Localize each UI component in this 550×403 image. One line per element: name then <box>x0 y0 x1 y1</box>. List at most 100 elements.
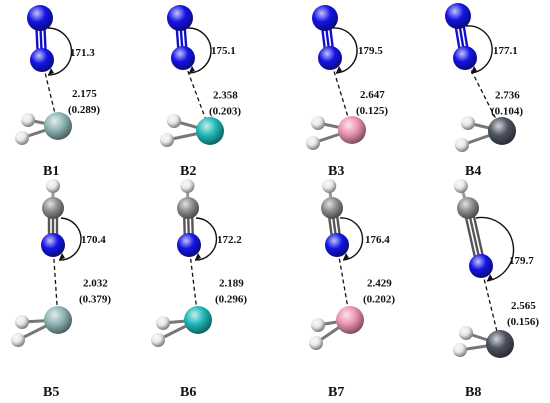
panel-b8: 179.72.565(0.156)B8 <box>453 179 539 400</box>
hydrogen-atom <box>453 343 467 357</box>
occupancy-label: (0.289) <box>68 104 100 116</box>
bond-angle-label: 176.4 <box>365 234 390 246</box>
panel-b6: 172.22.189(0.296)B6 <box>151 179 247 400</box>
occupancy-label: (0.203) <box>209 106 241 118</box>
bond-angle-label: 177.1 <box>493 45 518 57</box>
hydrogen-atom <box>311 318 325 332</box>
nitrogen-atom <box>177 233 201 257</box>
acceptor-atom <box>184 306 212 334</box>
distance-label: 2.647 <box>360 89 385 101</box>
panel-b1: 171.3 2.175 (0.289) B1 <box>15 5 100 179</box>
angle-arc <box>58 217 82 261</box>
angle-arrowhead <box>195 253 201 260</box>
hydrogen-atom <box>167 114 181 128</box>
occupancy-label: (0.104) <box>491 106 523 118</box>
hydrogen-atom <box>156 316 170 330</box>
panel-label: B4 <box>465 164 481 179</box>
occupancy-label: (0.379) <box>79 294 111 306</box>
angle-arrowhead <box>59 253 65 260</box>
hydrogen-atom <box>46 179 60 193</box>
nitrogen-atom <box>30 48 54 72</box>
hydrogen-atom <box>160 133 174 147</box>
angle-arrowhead <box>336 66 342 73</box>
nitrogen-atom <box>41 233 65 257</box>
interaction-dashed-line <box>329 57 353 131</box>
bond-angle-label: 170.4 <box>81 234 106 246</box>
angle-arrowhead <box>189 66 195 73</box>
bond-angle-label: 172.2 <box>217 234 242 246</box>
carbon-atom <box>457 197 479 219</box>
distance-label: 2.429 <box>367 278 392 290</box>
panel-label: B2 <box>180 164 196 179</box>
acceptor-atom <box>196 117 224 145</box>
panel-b4: 177.1 2.736 (0.104) B4 <box>445 3 523 179</box>
distance-label: 2.736 <box>495 90 520 102</box>
panel-label: B1 <box>43 164 59 179</box>
panel-label: B5 <box>43 385 59 400</box>
nitrogen-atom <box>453 46 477 70</box>
bond-angle-label: 171.3 <box>70 47 95 59</box>
hydrogen-atom <box>151 333 165 347</box>
hydrogen-atom <box>455 138 469 152</box>
angle-arc <box>475 216 515 282</box>
hydrogen-atom <box>11 333 25 347</box>
carbon-atom <box>321 197 343 219</box>
bond-angle-label: 179.7 <box>509 255 534 267</box>
distance-label: 2.358 <box>213 90 238 102</box>
nitrogen-atom <box>312 5 338 31</box>
distance-label: 2.175 <box>72 88 97 100</box>
angle-arc <box>47 27 73 76</box>
interaction-dashed-line <box>52 244 59 321</box>
hydrogen-atom <box>15 315 29 329</box>
nitrogen-atom <box>325 233 349 257</box>
angle-arc <box>465 25 493 74</box>
acceptor-atom <box>336 306 364 334</box>
occupancy-label: (0.125) <box>356 105 388 117</box>
acceptor-atom <box>338 116 366 144</box>
nitrogen-atom <box>318 46 342 70</box>
panel-label: B3 <box>328 164 344 179</box>
angle-arrowhead <box>487 274 493 281</box>
panel-b5: 170.4 2.032 (0.379) B5 <box>11 179 111 400</box>
hydrogen-atom <box>322 179 337 193</box>
hydrogen-atom <box>459 326 473 340</box>
panel-label: B7 <box>328 385 344 400</box>
hydrogen-atom <box>453 179 468 193</box>
distance-label: 2.032 <box>83 278 108 290</box>
angle-arrowhead <box>343 253 349 260</box>
hydrogen-atom <box>461 116 475 130</box>
distance-label: 2.565 <box>511 300 536 312</box>
angle-arc <box>332 27 358 74</box>
angle-arrowhead <box>48 68 54 75</box>
panel-label: B8 <box>465 385 481 400</box>
angle-arc <box>187 27 212 74</box>
panel-label: B6 <box>180 385 196 400</box>
acceptor-atom <box>486 330 514 358</box>
nitrogen-atom <box>27 5 53 31</box>
acceptor-atom <box>488 117 516 145</box>
occupancy-label: (0.202) <box>363 294 395 306</box>
hydrogen-atom <box>21 113 35 127</box>
distance-label: 2.189 <box>219 278 244 290</box>
carbon-atom <box>177 197 199 219</box>
hydrogen-atom <box>15 131 29 145</box>
hydrogen-atom <box>180 179 195 193</box>
angle-arc <box>194 217 218 261</box>
panel-b7: 176.4 2.429 (0.202) B7 <box>309 179 395 400</box>
panel-b3: 179.5 2.647 (0.125) B3 <box>306 5 388 179</box>
hydrogen-atom <box>311 116 325 130</box>
angle-arc <box>339 217 364 261</box>
acceptor-atom <box>44 306 72 334</box>
hydrogen-atom <box>309 336 323 350</box>
panel-b2: 175.1 2.358 (0.203) B2 <box>160 5 241 179</box>
nitrogen-atom <box>171 46 195 70</box>
acceptor-atom <box>44 112 72 140</box>
bond-angle-label: 175.1 <box>211 45 236 57</box>
interaction-dashed-line <box>188 244 199 321</box>
bond-angle-label: 179.5 <box>358 45 383 57</box>
hydrogen-atom <box>306 136 320 150</box>
angle-arrowhead <box>471 66 477 73</box>
nitrogen-atom <box>469 254 493 278</box>
